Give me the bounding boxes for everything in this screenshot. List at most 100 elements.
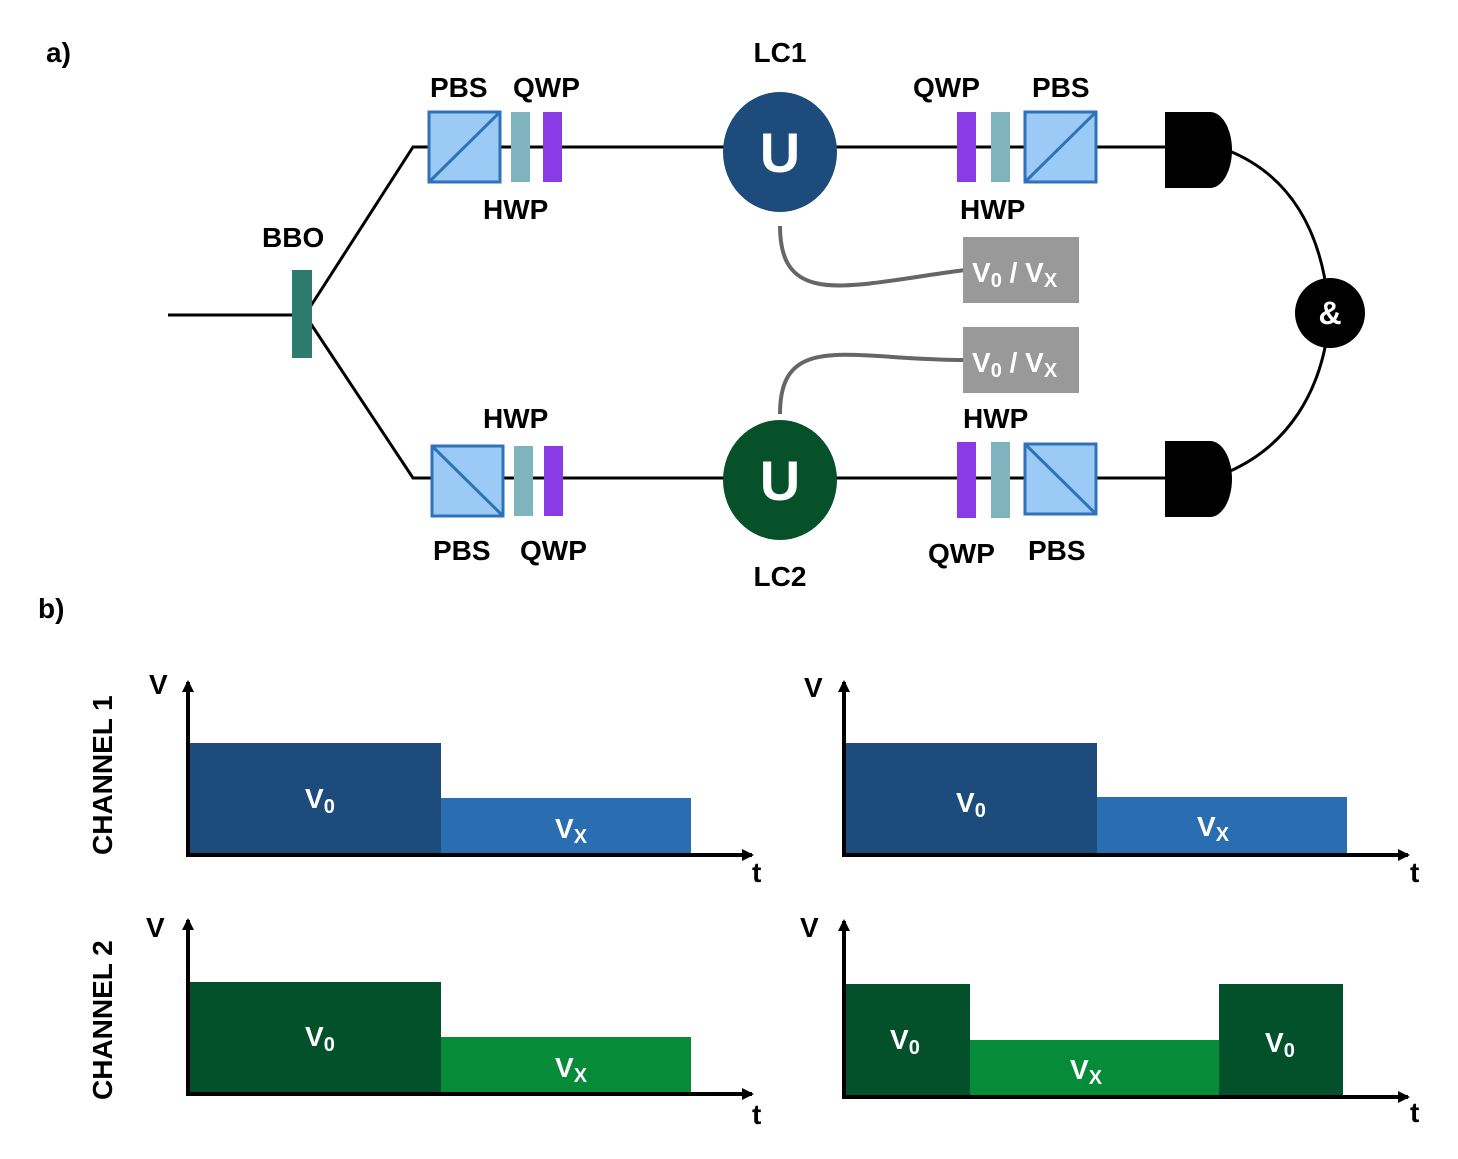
qwp-bottom-left [544,446,563,516]
segment-vx [441,1037,691,1093]
timing-ch2-left: V t V0 VX [146,912,761,1130]
segment-v0 [190,743,441,854]
label-pbs-top-right: PBS [1032,72,1090,103]
svg-text:V0 / VX: V0 / VX [972,347,1058,382]
axis-v-label: V [804,672,823,703]
panel-a-label: a) [46,37,71,68]
segment-v0 [846,743,1097,854]
svg-text:V0: V0 [305,1021,335,1056]
pbs-top-right [1023,110,1098,184]
vbox1-v: V [972,257,991,288]
lc1-label: LC1 [754,37,807,68]
vbox2-sub0: 0 [991,360,1002,382]
detector-bottom [1165,441,1232,517]
v0-main-2: V [1265,1027,1284,1058]
qwp-bottom-right [957,442,976,518]
lc2-modulator [723,420,837,540]
vx-sub: X [574,826,588,848]
vbox1-sub0: 0 [991,270,1002,292]
v0-sub: 0 [975,800,986,822]
axis-v-label: V [800,912,819,943]
vx-main: V [555,813,574,844]
label-qwp-bottom-right: QWP [928,538,995,569]
cable-lc2 [778,352,966,415]
hwp-top-left [511,112,530,182]
vbox1-vx: V [1025,257,1044,288]
v0-sub: 0 [324,796,335,818]
vx-sub: X [574,1065,588,1087]
segment-v0-second [1219,984,1343,1097]
coincidence-label: & [1318,295,1341,331]
axis-t-label: t [752,1099,761,1130]
v0-sub: 0 [909,1037,920,1059]
svg-text:VX: VX [555,813,588,848]
axis-v-label: V [146,912,165,943]
vx-sub: X [1216,824,1230,846]
vx-main: V [1197,811,1216,842]
svg-text:VX: VX [1070,1054,1103,1089]
segment-vx [1097,797,1347,854]
hwp-bottom-left [514,446,533,516]
svg-text:V0 / VX: V0 / VX [972,257,1058,292]
timing-ch1-left: V t V0 VX [149,669,761,888]
label-hwp-top-left: HWP [483,194,548,225]
svg-text:V0: V0 [1265,1027,1295,1062]
vx-main: V [555,1052,574,1083]
vbox2-v: V [972,347,991,378]
beam-paths [168,145,1330,480]
vbox2-subx: X [1044,360,1058,382]
axis-v-label: V [149,669,168,700]
segment-v0-first [846,984,970,1097]
vx-sub: X [1089,1067,1103,1089]
label-pbs-bottom-right: PBS [1028,535,1086,566]
channel-1-label: CHANNEL 1 [87,695,118,855]
bbo-crystal [292,270,312,358]
label-hwp-bottom-right: HWP [963,403,1028,434]
segment-vx [970,1040,1219,1097]
svg-text:VX: VX [1197,811,1230,846]
pbs-bottom-right [1023,442,1098,516]
pbs-bottom-left [430,444,505,518]
vbox2-vx: V [1025,347,1044,378]
v0-main: V [890,1024,909,1055]
timing-ch1-right: V t V0 VX [804,672,1419,888]
svg-text:V0: V0 [956,787,986,822]
v0-sub-2: 0 [1284,1040,1295,1062]
cable-lc1 [778,225,966,288]
lc2-label: LC2 [754,561,807,592]
vbox2-sep: / [1002,347,1025,378]
segment-v0 [190,982,441,1093]
pbs-top-left [427,110,502,184]
vx-main: V [1070,1054,1089,1085]
voltage-box-lc2: V0 / VX [963,327,1079,393]
axis-t-label: t [752,857,761,888]
channel-2-label: CHANNEL 2 [87,940,118,1100]
svg-text:V0: V0 [305,783,335,818]
svg-text:V0: V0 [890,1024,920,1059]
vbox1-sep: / [1002,257,1025,288]
label-qwp-top-right: QWP [913,72,980,103]
bbo-label: BBO [262,222,324,253]
lc1-unitary-label: U [760,121,800,184]
v0-main: V [956,787,975,818]
coincidence-counter [1295,278,1365,348]
label-qwp-bottom-left: QWP [520,535,587,566]
panel-b-label: b) [38,593,64,624]
v0-sub: 0 [324,1034,335,1056]
detector-top [1165,112,1232,188]
svg-text:VX: VX [555,1052,588,1087]
axis-t-label: t [1410,857,1419,888]
segment-vx [441,798,691,854]
voltage-box-lc1: V0 / VX [963,237,1079,303]
label-pbs-top-left: PBS [430,72,488,103]
qwp-top-left [543,112,562,182]
timing-ch2-right: V t V0 VX V0 [800,912,1419,1128]
v0-main: V [305,1021,324,1052]
label-pbs-bottom-left: PBS [433,535,491,566]
hwp-top-right [991,112,1010,182]
axis-t-label: t [1410,1097,1419,1128]
label-hwp-bottom-left: HWP [483,403,548,434]
lc2-unitary-label: U [760,449,800,512]
